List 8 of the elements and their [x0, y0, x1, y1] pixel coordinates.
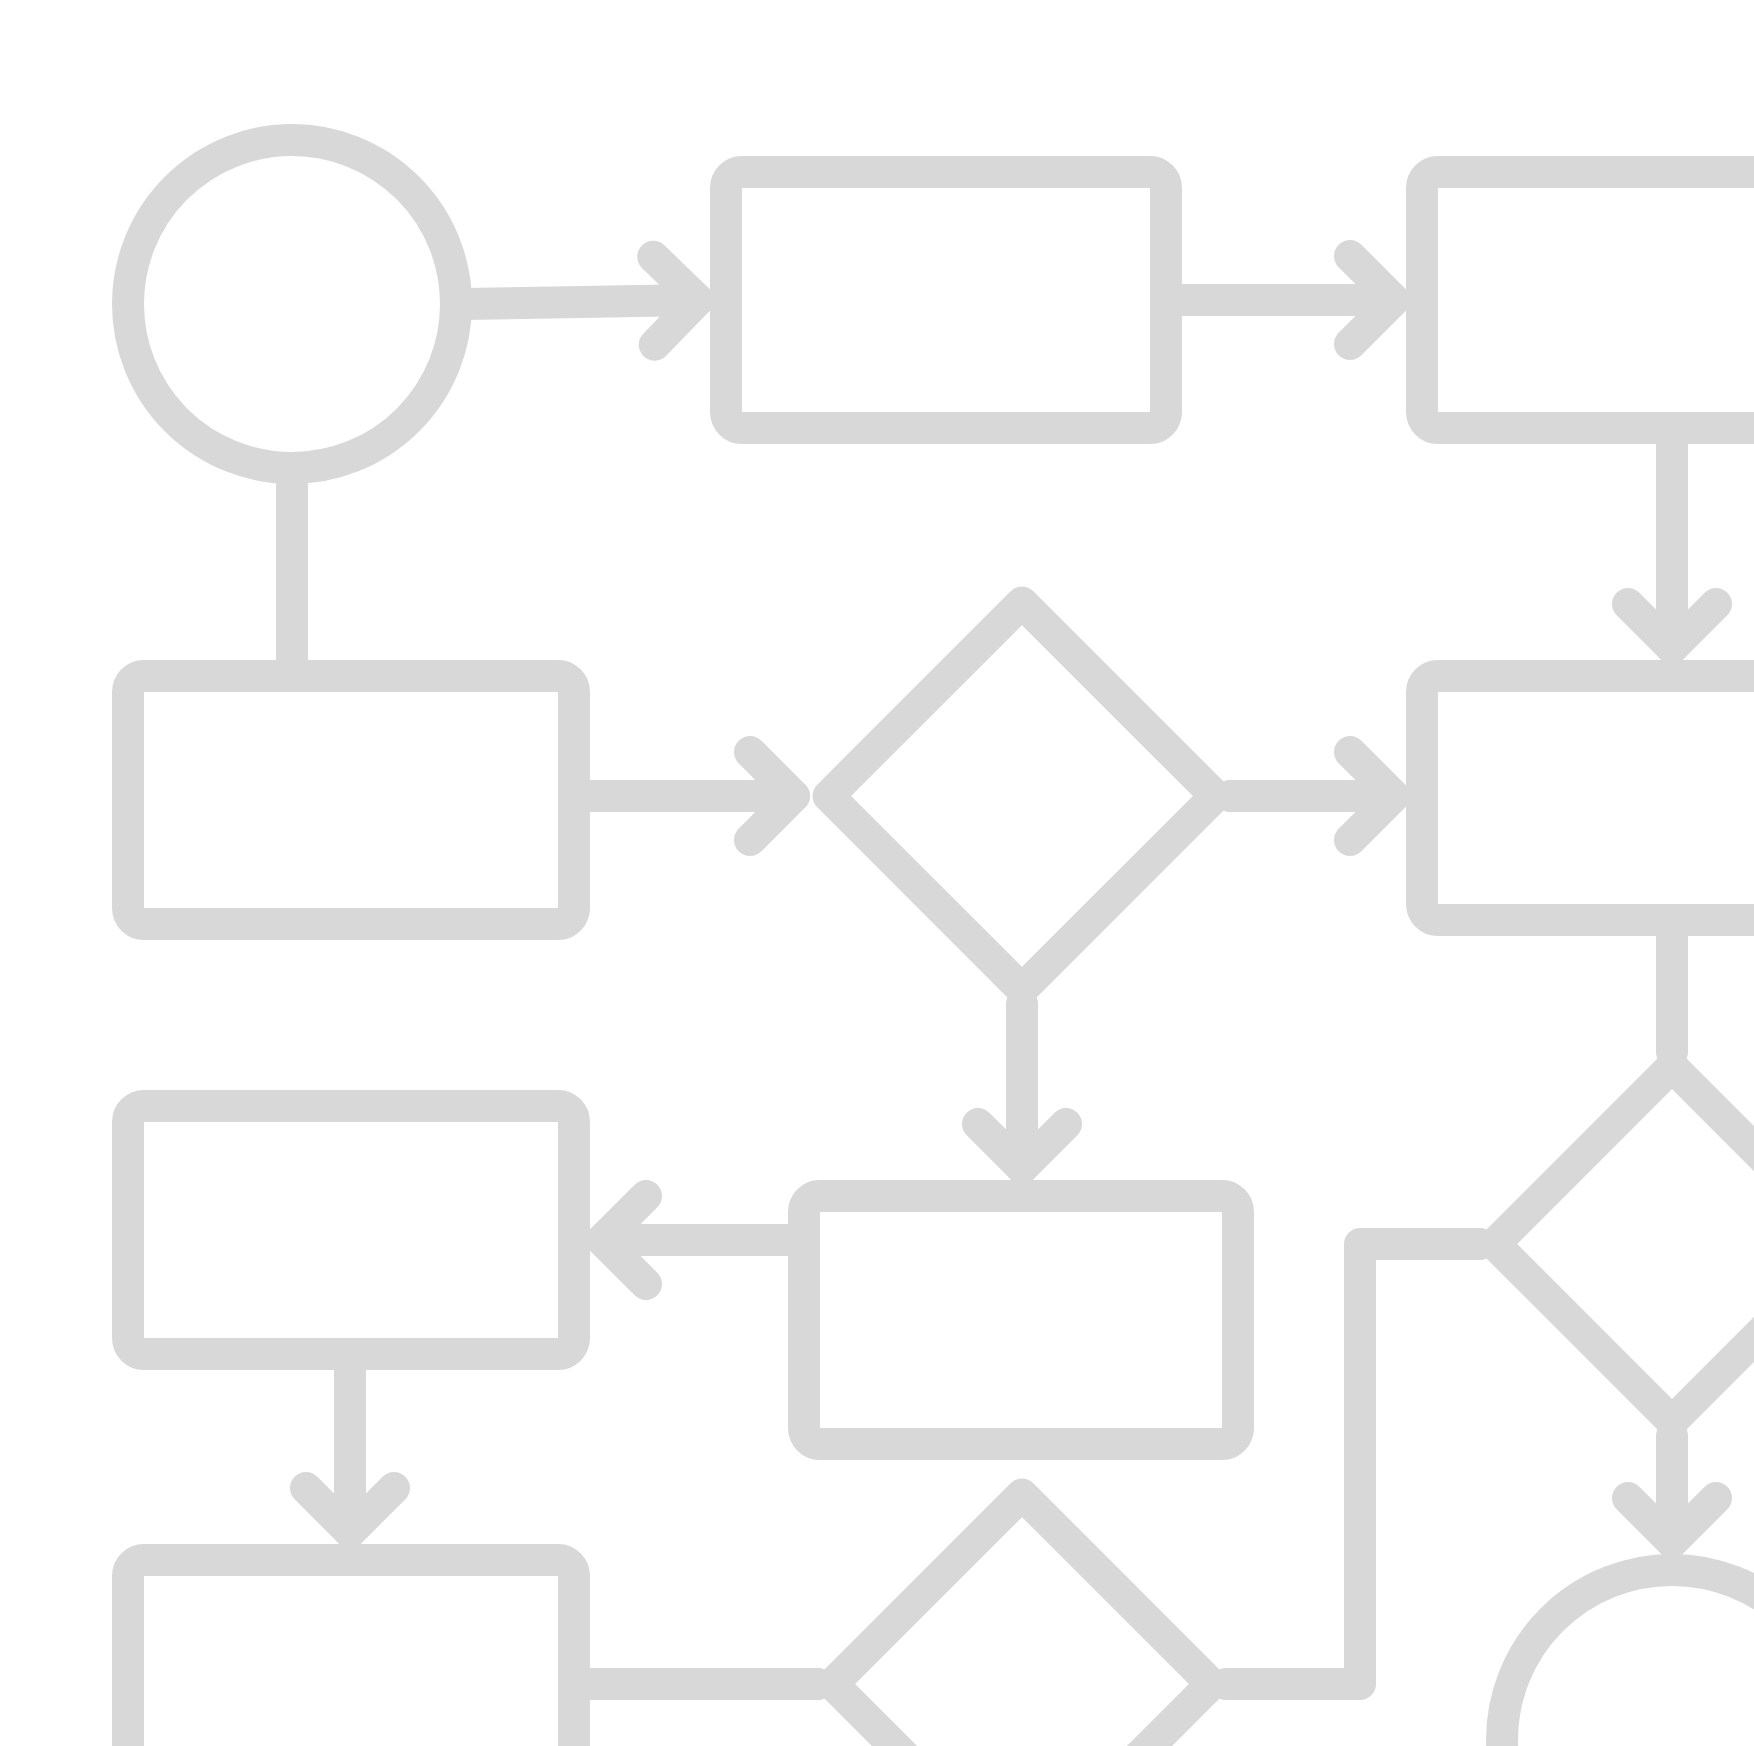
terminal-circle [112, 124, 472, 484]
process-box [112, 660, 590, 940]
process-box [112, 1090, 590, 1370]
process-box [710, 156, 1182, 444]
process-box [1406, 660, 1754, 936]
process-box [1406, 156, 1754, 444]
process-box [788, 1180, 1254, 1460]
process-box [112, 1544, 590, 1746]
